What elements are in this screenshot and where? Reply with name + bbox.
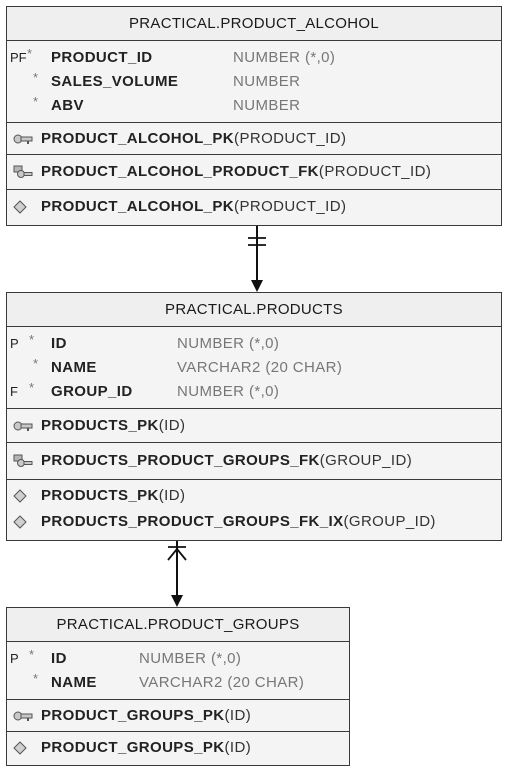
pk-section: PRODUCT_GROUPS_PK(ID) (7, 700, 349, 732)
column-type: NUMBER (*,0) (177, 335, 280, 352)
index-cols: (GROUP_ID) (343, 513, 436, 530)
column-name: GROUP_ID (51, 383, 133, 400)
index-cols: (ID) (224, 739, 252, 756)
column-row: * SALES_VOLUME NUMBER (7, 70, 501, 94)
entity-products[interactable]: PRACTICAL.PRODUCTS P * ID NUMBER (*,0) *… (6, 292, 502, 541)
pk-section: PRODUCT_ALCOHOL_PK(PRODUCT_ID) (7, 123, 501, 155)
column-name: NAME (51, 674, 97, 691)
column-row: * NAME VARCHAR2 (20 CHAR) (7, 356, 501, 380)
primary-key-row[interactable]: PRODUCTS_PK(ID) (7, 413, 501, 439)
foreign-key-icon (13, 165, 33, 178)
column-type: NUMBER (*,0) (177, 383, 280, 400)
entity-title: PRACTICAL.PRODUCTS (7, 293, 501, 327)
pk-section: PRODUCTS_PK(ID) (7, 409, 501, 443)
mandatory-star: * (33, 671, 39, 686)
index-name: PRODUCTS_PRODUCT_GROUPS_FK_IX (41, 513, 344, 530)
primary-key-row[interactable]: PRODUCT_ALCOHOL_PK(PRODUCT_ID) (7, 126, 501, 152)
column-row: P * ID NUMBER (*,0) (7, 647, 349, 671)
key-flag: P (10, 336, 19, 351)
index-cols: (ID) (158, 487, 186, 504)
column-type: NUMBER (233, 97, 301, 114)
column-name: ABV (51, 97, 84, 114)
index-section: PRODUCTS_PK(ID) PRODUCTS_PRODUCT_GROUPS_… (7, 480, 501, 538)
relationship-products-groups[interactable] (167, 541, 187, 607)
arrow-head-icon (171, 595, 183, 607)
column-name: PRODUCT_ID (51, 49, 153, 66)
pk-cols: (ID) (158, 417, 186, 434)
column-name: NAME (51, 359, 97, 376)
mandatory-star: * (33, 94, 39, 109)
index-section: PRODUCT_GROUPS_PK(ID) (7, 732, 349, 765)
pk-name: PRODUCTS_PK (41, 417, 159, 434)
column-row: * ABV NUMBER (7, 94, 501, 118)
column-row: * NAME VARCHAR2 (20 CHAR) (7, 671, 349, 695)
mandatory-star: * (33, 356, 39, 371)
foreign-key-icon (13, 454, 33, 467)
index-name: PRODUCT_GROUPS_PK (41, 739, 225, 756)
mandatory-star: * (33, 70, 39, 85)
key-flag: P (10, 651, 19, 666)
column-type: VARCHAR2 (20 CHAR) (139, 674, 305, 691)
index-name: PRODUCTS_PK (41, 487, 159, 504)
column-name: SALES_VOLUME (51, 73, 179, 90)
key-flag: F (10, 384, 18, 399)
key-icon (13, 134, 33, 144)
pk-cols: (PRODUCT_ID) (234, 130, 347, 147)
mandatory-star: * (29, 380, 35, 395)
key-icon (13, 711, 33, 721)
primary-key-row[interactable]: PRODUCT_GROUPS_PK(ID) (7, 703, 349, 729)
index-diamond-icon (13, 489, 27, 503)
fk-name: PRODUCT_ALCOHOL_PRODUCT_FK (41, 163, 319, 180)
column-name: ID (51, 650, 67, 667)
column-row: PF * PRODUCT_ID NUMBER (*,0) (7, 46, 501, 70)
fk-cols: (GROUP_ID) (319, 452, 413, 469)
entity-title: PRACTICAL.PRODUCT_GROUPS (7, 608, 349, 642)
fk-section: PRODUCTS_PRODUCT_GROUPS_FK(GROUP_ID) (7, 443, 501, 480)
mandatory-star: * (27, 46, 33, 61)
index-diamond-icon (13, 200, 27, 214)
arrow-head-icon (251, 280, 263, 292)
pk-cols: (ID) (224, 707, 252, 724)
fk-section: PRODUCT_ALCOHOL_PRODUCT_FK(PRODUCT_ID) (7, 155, 501, 190)
mandatory-star: * (29, 332, 35, 347)
column-type: VARCHAR2 (20 CHAR) (177, 359, 343, 376)
pk-name: PRODUCT_ALCOHOL_PK (41, 130, 235, 147)
entity-title: PRACTICAL.PRODUCT_ALCOHOL (7, 7, 501, 41)
index-section: PRODUCT_ALCOHOL_PK(PRODUCT_ID) (7, 190, 501, 225)
index-row[interactable]: PRODUCTS_PK(ID) (7, 483, 501, 509)
foreign-key-row[interactable]: PRODUCTS_PRODUCT_GROUPS_FK(GROUP_ID) (7, 448, 501, 474)
columns-section: P * ID NUMBER (*,0) * NAME VARCHAR2 (20 … (7, 642, 349, 700)
column-type: NUMBER (*,0) (139, 650, 242, 667)
column-name: ID (51, 335, 67, 352)
column-row: P * ID NUMBER (*,0) (7, 332, 501, 356)
foreign-key-row[interactable]: PRODUCT_ALCOHOL_PRODUCT_FK(PRODUCT_ID) (7, 159, 501, 185)
column-type: NUMBER (*,0) (233, 49, 336, 66)
index-row[interactable]: PRODUCT_ALCOHOL_PK(PRODUCT_ID) (7, 194, 501, 220)
index-row[interactable]: PRODUCT_GROUPS_PK(ID) (7, 735, 349, 761)
index-diamond-icon (13, 515, 27, 529)
mandatory-star: * (29, 647, 35, 662)
pk-name: PRODUCT_GROUPS_PK (41, 707, 225, 724)
entity-product-groups[interactable]: PRACTICAL.PRODUCT_GROUPS P * ID NUMBER (… (6, 607, 350, 766)
column-row: F * GROUP_ID NUMBER (*,0) (7, 380, 501, 404)
key-flag: PF (10, 50, 27, 65)
key-icon (13, 421, 33, 431)
index-name: PRODUCT_ALCOHOL_PK (41, 198, 235, 215)
index-cols: (PRODUCT_ID) (234, 198, 347, 215)
columns-section: P * ID NUMBER (*,0) * NAME VARCHAR2 (20 … (7, 327, 501, 409)
fk-name: PRODUCTS_PRODUCT_GROUPS_FK (41, 452, 320, 469)
index-diamond-icon (13, 741, 27, 755)
entity-product-alcohol[interactable]: PRACTICAL.PRODUCT_ALCOHOL PF * PRODUCT_I… (6, 6, 502, 226)
fk-cols: (PRODUCT_ID) (318, 163, 432, 180)
relationship-alcohol-products[interactable] (248, 226, 266, 292)
column-type: NUMBER (233, 73, 301, 90)
index-row[interactable]: PRODUCTS_PRODUCT_GROUPS_FK_IX(GROUP_ID) (7, 509, 501, 535)
columns-section: PF * PRODUCT_ID NUMBER (*,0) * SALES_VOL… (7, 41, 501, 123)
